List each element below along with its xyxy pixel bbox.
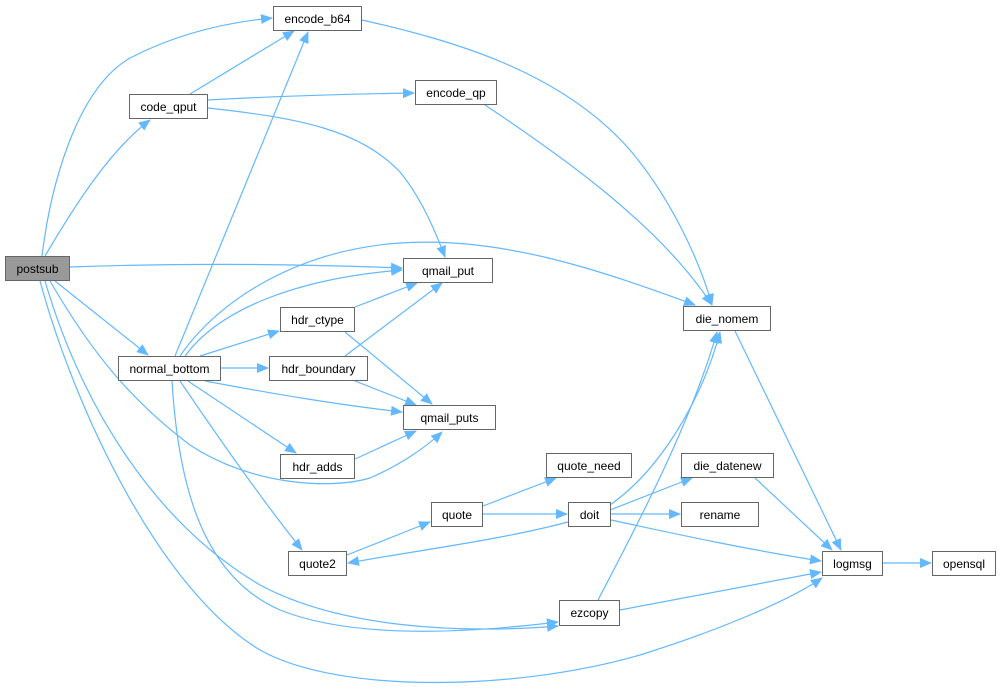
edge-ezcopy-to-die_nomem <box>597 331 719 601</box>
node-label: logmsg <box>833 556 872 571</box>
node-encode_b64[interactable]: encode_b64 <box>273 6 362 31</box>
node-label: opensql <box>942 556 986 571</box>
node-label: die_nomem <box>695 311 759 326</box>
node-label: quote <box>441 507 473 522</box>
node-label: qmail_puts <box>420 410 479 425</box>
edge-normal_bottom-to-hdr_adds <box>187 380 297 454</box>
node-normal_bottom[interactable]: normal_bottom <box>118 356 221 381</box>
edge-normal_bottom-to-qmail_puts <box>204 380 403 416</box>
node-label: quote_need <box>557 458 621 473</box>
node-rename[interactable]: rename <box>681 502 759 527</box>
node-label: die_datenew <box>693 458 762 473</box>
node-hdr_ctype[interactable]: hdr_ctype <box>280 307 355 332</box>
node-quote2[interactable]: quote2 <box>288 551 347 576</box>
node-code_qput[interactable]: code_qput <box>129 94 208 119</box>
edge-die_nomem-to-logmsg <box>734 330 842 551</box>
edge-postsub-to-qmail_put <box>69 262 403 273</box>
edge-ezcopy-to-logmsg <box>619 569 822 611</box>
edge-doit-to-quote2 <box>347 521 569 566</box>
edge-postsub-to-qmail_puts <box>49 280 443 485</box>
edge-doit-to-die_nomem <box>609 331 723 506</box>
edge-normal_bottom-to-ezcopy <box>171 380 559 632</box>
edge-postsub-to-ezcopy <box>44 280 559 632</box>
edge-quote-to-quote_need <box>482 477 557 507</box>
node-quote[interactable]: quote <box>431 502 483 527</box>
edge-hdr_boundary-to-qmail_put <box>344 282 443 357</box>
node-postsub[interactable]: postsub <box>5 256 70 281</box>
node-opensql[interactable]: opensql <box>932 551 996 576</box>
node-hdr_boundary[interactable]: hdr_boundary <box>269 356 368 381</box>
edge-normal_bottom-to-qmail_put <box>184 265 403 357</box>
edge-encode_b64-to-die_nomem <box>361 19 714 306</box>
node-label: encode_b64 <box>284 11 351 26</box>
edge-normal_bottom-to-quote2 <box>179 380 303 551</box>
edge-code_qput-to-encode_qp <box>207 88 415 101</box>
edge-normal_bottom-to-encode_b64 <box>174 31 309 357</box>
node-label: hdr_ctype <box>291 312 344 327</box>
node-label: qmail_put <box>421 263 475 278</box>
edge-hdr_ctype-to-qmail_put <box>354 282 418 308</box>
node-qmail_put[interactable]: qmail_put <box>403 258 493 283</box>
edge-quote2-to-quote <box>346 521 431 556</box>
node-label: doit <box>579 507 600 522</box>
edge-postsub-to-encode_b64 <box>41 14 273 257</box>
edge-die_datenew-to-logmsg <box>754 477 833 551</box>
node-die_datenew[interactable]: die_datenew <box>681 453 774 478</box>
edge-postsub-to-code_qput <box>44 119 151 257</box>
edge-postsub-to-logmsg <box>39 280 823 684</box>
edge-normal_bottom-to-die_nomem <box>179 241 696 357</box>
edge-postsub-to-normal_bottom <box>54 280 149 356</box>
edge-hdr_adds-to-qmail_puts <box>354 430 417 460</box>
node-label: rename <box>699 507 741 522</box>
edge-encode_qp-to-die_nomem <box>484 104 713 306</box>
node-ezcopy[interactable]: ezcopy <box>559 600 620 626</box>
node-doit[interactable]: doit <box>568 502 611 527</box>
edge-code_qput-to-encode_b64 <box>189 30 295 95</box>
edge-doit-to-die_datenew <box>609 477 693 511</box>
node-label: hdr_adds <box>292 459 343 474</box>
node-logmsg[interactable]: logmsg <box>822 551 883 576</box>
edge-normal_bottom-to-hdr_ctype <box>199 329 280 357</box>
node-label: code_qput <box>140 99 197 114</box>
node-label: encode_qp <box>426 85 486 100</box>
node-label: postsub <box>16 261 59 276</box>
node-label: hdr_boundary <box>281 361 356 376</box>
node-hdr_adds[interactable]: hdr_adds <box>280 454 355 479</box>
node-label: ezcopy <box>570 606 609 620</box>
node-quote_need[interactable]: quote_need <box>546 453 632 478</box>
edge-code_qput-to-qmail_put <box>207 107 446 258</box>
node-die_nomem[interactable]: die_nomem <box>683 306 771 331</box>
node-qmail_puts[interactable]: qmail_puts <box>403 405 496 430</box>
node-encode_qp[interactable]: encode_qp <box>415 80 497 105</box>
edge-hdr_ctype-to-qmail_puts <box>344 331 433 405</box>
node-label: quote2 <box>299 556 336 571</box>
edge-hdr_boundary-to-qmail_puts <box>354 380 417 406</box>
node-label: normal_bottom <box>129 361 210 376</box>
